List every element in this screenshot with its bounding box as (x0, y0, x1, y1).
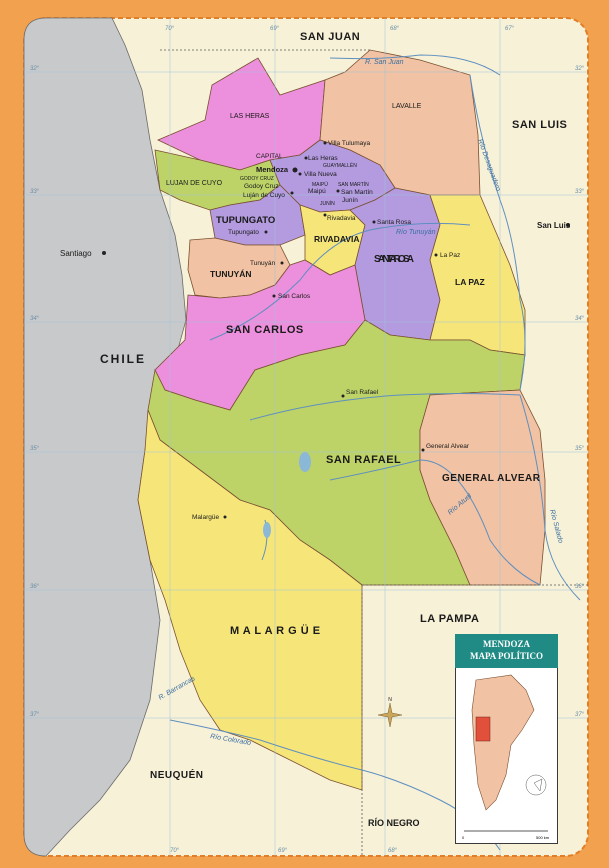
label-city-lujan-de-cuyo: Luján de Cuyo (243, 192, 285, 199)
label-river-tunuyan: Río Tunuyán (396, 229, 436, 236)
lat-label-34w: 34° (30, 316, 40, 322)
inset-antarctica (533, 778, 543, 792)
label-dept-tupungato: TUPUNGATO (216, 215, 275, 226)
inset-argentina (471, 674, 535, 811)
label-dept-lavalle: LAVALLE (392, 103, 422, 110)
inset-antarctica-circle (525, 774, 547, 796)
label-dept-san-martin: SAN MARTÍN (338, 181, 369, 188)
lat-label-34e: 34° (575, 316, 585, 322)
label-city-santiago: Santiago (60, 249, 92, 258)
label-city-las-heras: Las Heras (308, 155, 338, 162)
label-dept-junin: JUNÍN (320, 200, 335, 207)
inset-subtitle: MAPA POLÍTICO (469, 651, 544, 661)
label-dept-capital: CAPITAL (256, 153, 283, 160)
label-city-santa-rosa: Santa Rosa (377, 219, 411, 226)
lagoon (299, 452, 311, 472)
compass-north: N (388, 697, 392, 703)
label-river-san-juan: R. San Juan (365, 59, 404, 66)
lat-label-36e: 36° (575, 584, 585, 590)
city-markers (102, 141, 570, 519)
label-city-san-rafael: San Rafael (346, 389, 379, 396)
label-city-tupungato: Tupungato (228, 229, 259, 236)
lon-label-5: 70° (170, 848, 180, 854)
lagoon-malargue (263, 522, 271, 538)
label-city-rivadavia: Rivadavia (327, 215, 356, 222)
lat-label-37e: 37° (575, 712, 585, 718)
lon-label-4: 67° (505, 26, 515, 32)
label-rio-negro: RÍO NEGRO (368, 818, 420, 828)
inset-title-box: MENDOZA MAPA POLÍTICO (455, 634, 558, 668)
label-city-san-martin: San Martín (341, 189, 373, 196)
label-city-villa-tulumaya: Villa Tulumaya (328, 140, 371, 147)
lon-label-7: 68° (388, 848, 398, 854)
lat-label-37w: 37° (30, 712, 40, 718)
label-dept-malargue: M A L A R G Ü E (230, 624, 321, 637)
label-city-general-alvear: General Alvear (426, 443, 470, 450)
inset-title: MENDOZA (483, 639, 530, 649)
label-dept-lujan-de-cuyo: LUJAN DE CUYO (166, 180, 223, 187)
inset-svg: 0 500 km (462, 674, 550, 840)
dept-malargue (137, 409, 363, 791)
lon-label-2: 69° (270, 26, 280, 32)
label-city-san-carlos: San Carlos (278, 293, 311, 300)
label-dept-las-heras: LAS HERAS (230, 113, 270, 120)
lon-label-3: 68° (390, 26, 400, 32)
label-city-san-luis: San Luis (537, 221, 571, 230)
label-dept-maipu: MAIPÚ (312, 181, 328, 188)
lat-label-36w: 36° (30, 584, 40, 590)
label-la-pampa: LA PAMPA (420, 613, 479, 625)
lat-label-33w: 33° (30, 189, 40, 195)
santa-rosa-line: SANTA ROSA (374, 254, 414, 265)
label-dept-santa-rosa: SANTA ROSA (374, 254, 414, 265)
label-dept-tunuyan: TUNUYÁN (210, 269, 252, 279)
inset-scale-end: 500 km (536, 835, 550, 840)
label-city-junin: Junín (342, 197, 358, 204)
label-city-la-paz: La Paz (440, 252, 460, 259)
label-city-godoy-cruz: Godoy Cruz (244, 183, 279, 190)
label-city-villa-nueva: Villa Nueva (304, 171, 337, 178)
label-city-tunuyan: Tunuyán (250, 260, 275, 267)
inset-highlight-mendoza (475, 716, 491, 742)
label-dept-godoy-cruz: GODOY CRUZ (240, 176, 274, 182)
label-neuquen: NEUQUÉN (150, 768, 204, 781)
label-san-luis: SAN LUIS (512, 119, 567, 131)
lon-label-1: 70° (165, 26, 175, 32)
label-dept-san-carlos: SAN CARLOS (226, 324, 304, 336)
label-san-juan: SAN JUAN (300, 31, 360, 43)
inset-locator-map: 0 500 km (455, 634, 558, 844)
dept-general-alvear (419, 389, 546, 586)
lat-label-32w: 32° (30, 66, 40, 72)
lat-label-33e: 33° (575, 189, 585, 195)
inset-scale-start: 0 (462, 835, 465, 840)
label-city-mendoza: Mendoza (256, 165, 289, 174)
label-dept-la-paz: LA PAZ (455, 277, 485, 287)
label-dept-san-rafael: SAN RAFAEL (326, 454, 401, 466)
label-city-malargue: Malargüe (192, 514, 219, 521)
lat-label-35e: 35° (575, 446, 585, 452)
label-dept-rivadavia: RIVADAVIA (314, 234, 360, 244)
compass-rose: N (377, 697, 403, 728)
label-chile: CHILE (100, 352, 146, 366)
lat-label-35w: 35° (30, 446, 40, 452)
lon-label-6: 69° (278, 848, 288, 854)
label-dept-guaymallen: GUAYMALLÉN (323, 162, 357, 169)
label-dept-general-alvear: GENERAL ALVEAR (442, 473, 541, 484)
lat-label-32e: 32° (575, 66, 585, 72)
label-city-maipu: Maipú (308, 188, 326, 195)
